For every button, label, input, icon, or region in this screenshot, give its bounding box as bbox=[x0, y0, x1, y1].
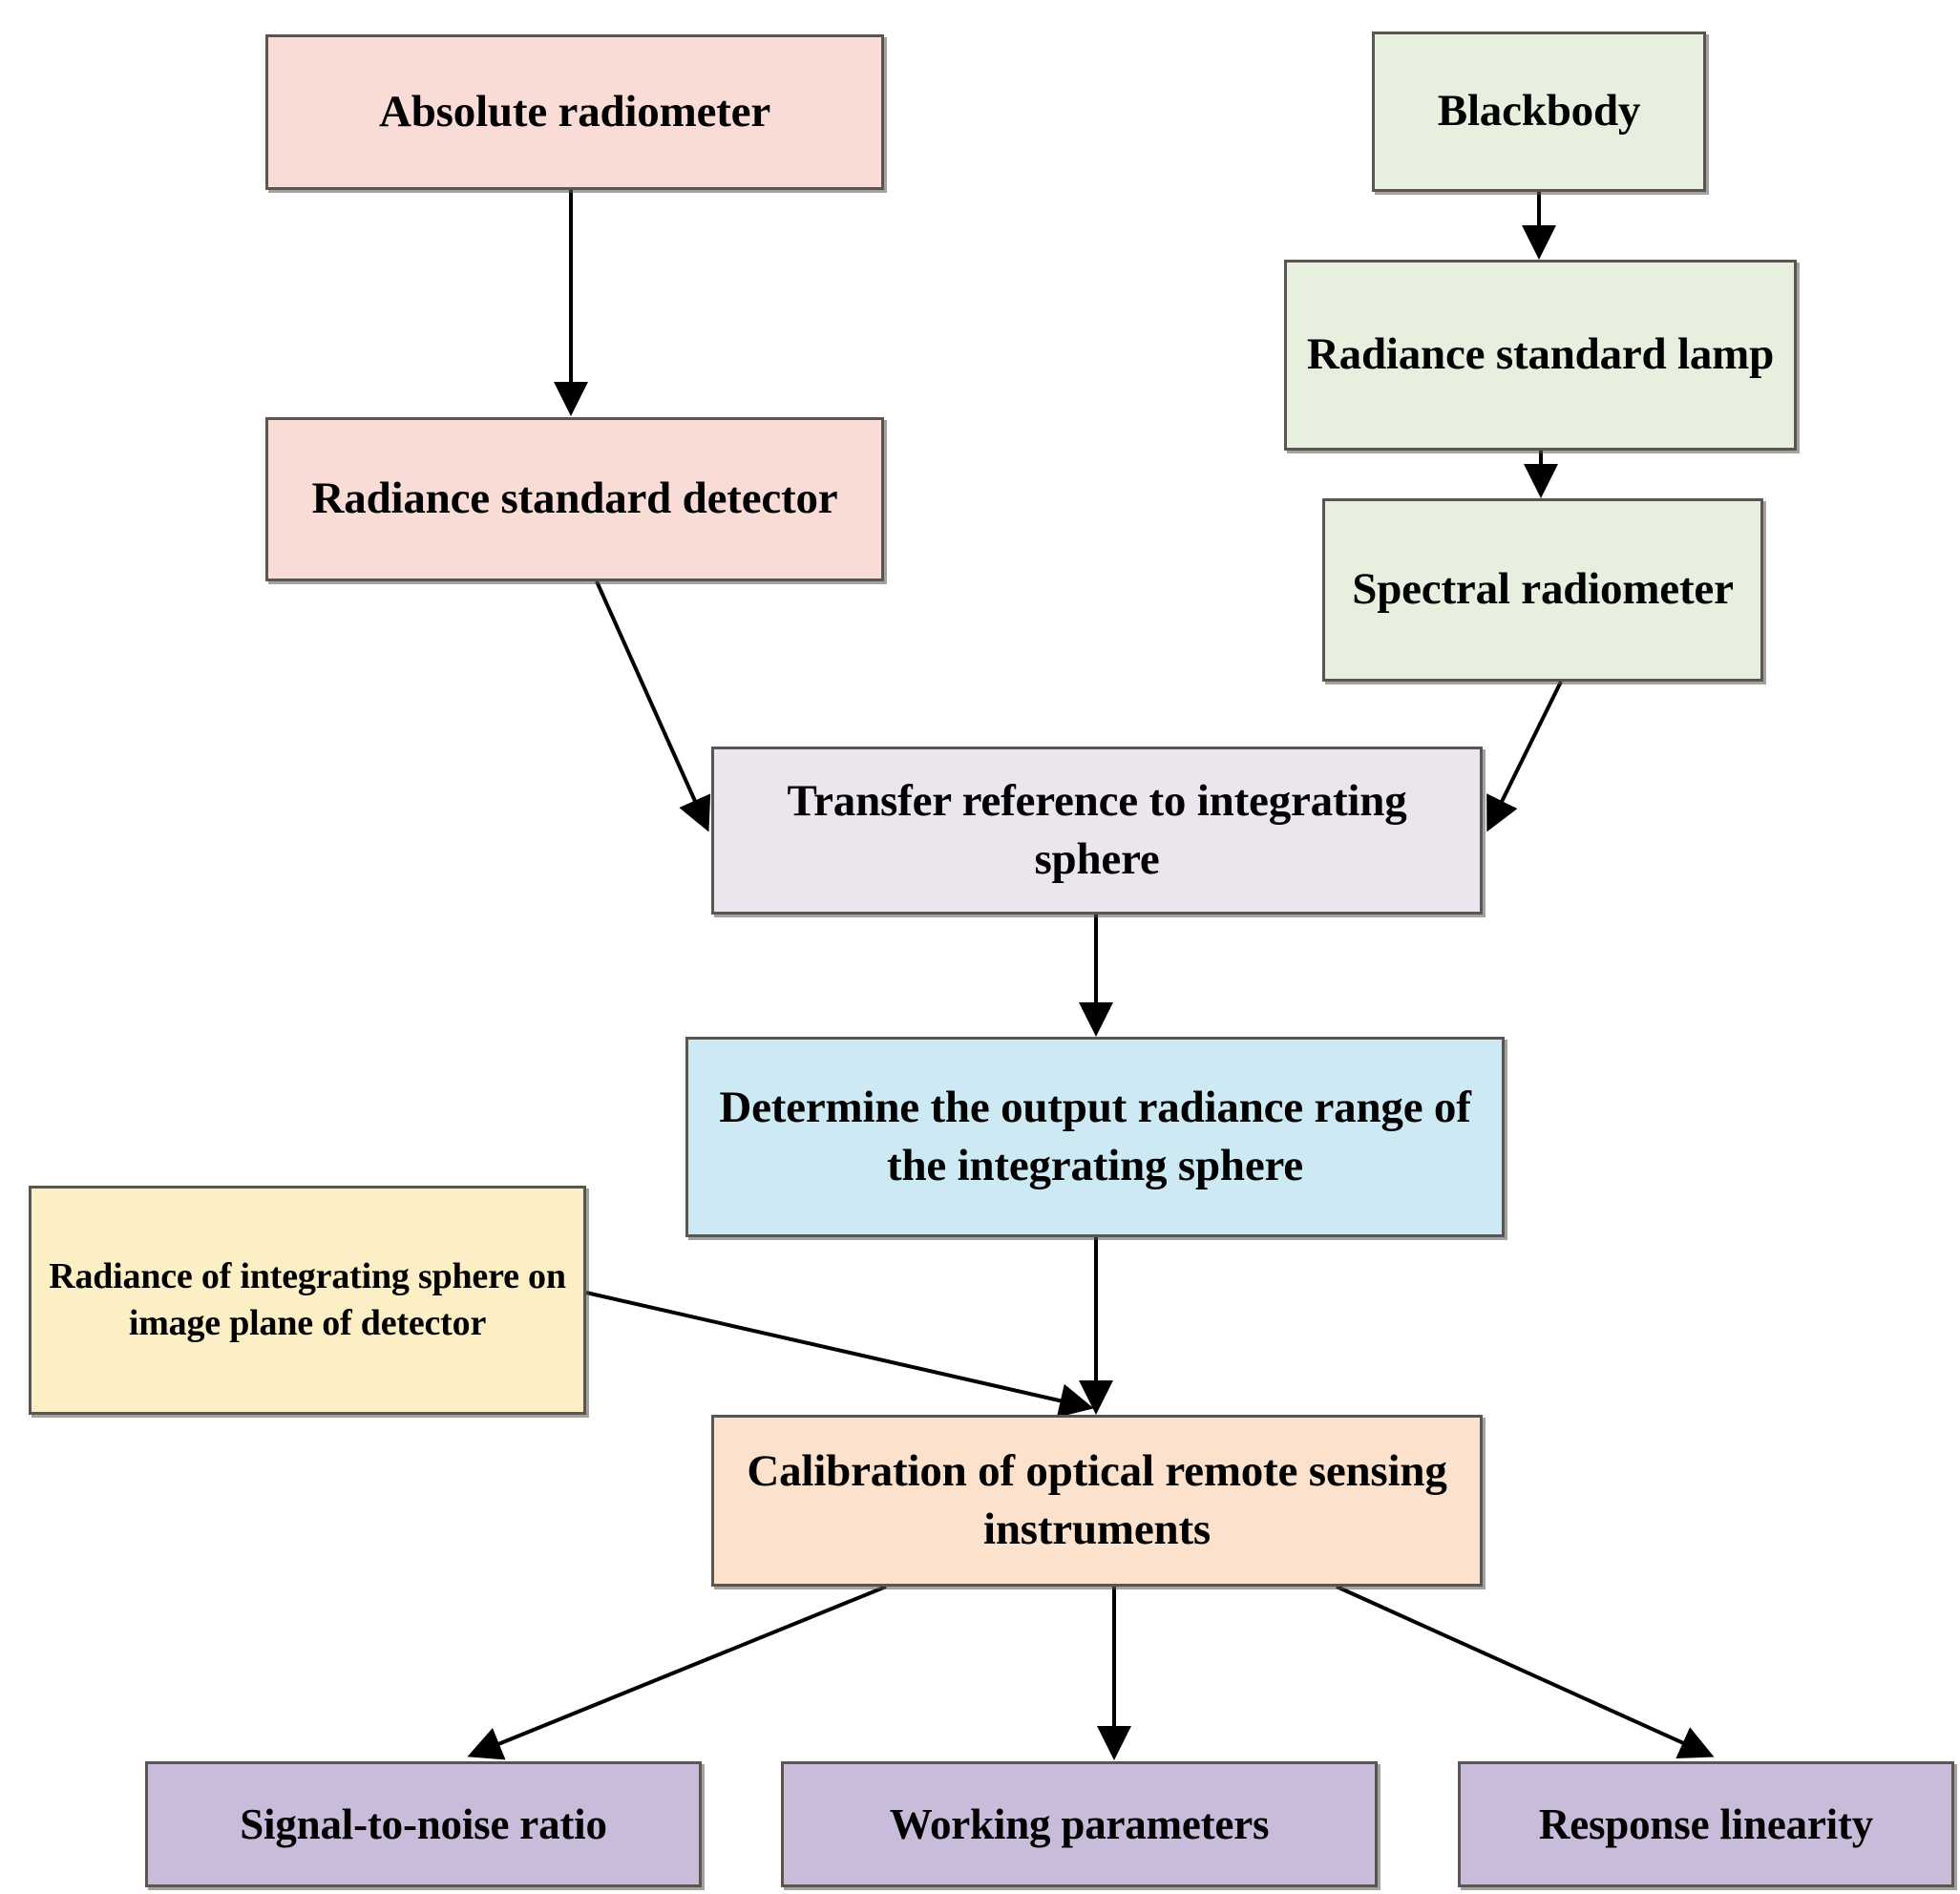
edge-radiance-detector-to-transfer-reference bbox=[595, 580, 711, 832]
node-label: Response linearity bbox=[1538, 1799, 1874, 1848]
node-signal-to-noise-ratio[interactable]: Signal-to-noise ratio bbox=[145, 1761, 702, 1887]
node-label: Calibration of optical remote sensing in… bbox=[747, 1445, 1447, 1554]
edge-radiance-imageplane-to-calibration bbox=[585, 1291, 1094, 1418]
node-radiance-of-integrating-sphere-on-image-plane[interactable]: Radiance of integrating sphere on image … bbox=[29, 1186, 586, 1415]
node-blackbody[interactable]: Blackbody bbox=[1372, 32, 1706, 192]
node-spectral-radiometer[interactable]: Spectral radiometer bbox=[1322, 498, 1763, 682]
node-working-parameters[interactable]: Working parameters bbox=[781, 1761, 1378, 1887]
node-label: Spectral radiometer bbox=[1352, 564, 1734, 615]
edge-calibration-to-response-linearity bbox=[1336, 1585, 1715, 1759]
node-determine-output-radiance-range[interactable]: Determine the output radiance range of t… bbox=[685, 1037, 1505, 1237]
node-label: Signal-to-noise ratio bbox=[240, 1799, 607, 1848]
edge-calibration-to-snr bbox=[467, 1585, 887, 1760]
edge-spectral-radiometer-to-transfer-reference bbox=[1486, 681, 1563, 832]
node-label: Radiance of integrating sphere on image … bbox=[49, 1255, 566, 1343]
node-label: Absolute radiometer bbox=[379, 86, 770, 137]
node-response-linearity[interactable]: Response linearity bbox=[1458, 1761, 1954, 1887]
node-calibration-of-optical-remote-sensing-instruments[interactable]: Calibration of optical remote sensing in… bbox=[711, 1415, 1483, 1587]
node-label: Working parameters bbox=[889, 1799, 1270, 1848]
node-label: Transfer reference to integrating sphere bbox=[787, 775, 1407, 884]
node-absolute-radiometer[interactable]: Absolute radiometer bbox=[265, 34, 884, 190]
node-radiance-standard-detector[interactable]: Radiance standard detector bbox=[265, 417, 884, 581]
node-transfer-reference-to-integrating-sphere[interactable]: Transfer reference to integrating sphere bbox=[711, 747, 1483, 915]
node-label: Blackbody bbox=[1437, 86, 1641, 137]
node-label: Radiance standard lamp bbox=[1306, 329, 1775, 380]
node-label: Radiance standard detector bbox=[311, 474, 838, 524]
node-label: Determine the output radiance range of t… bbox=[719, 1082, 1471, 1190]
node-radiance-standard-lamp[interactable]: Radiance standard lamp bbox=[1284, 260, 1797, 451]
